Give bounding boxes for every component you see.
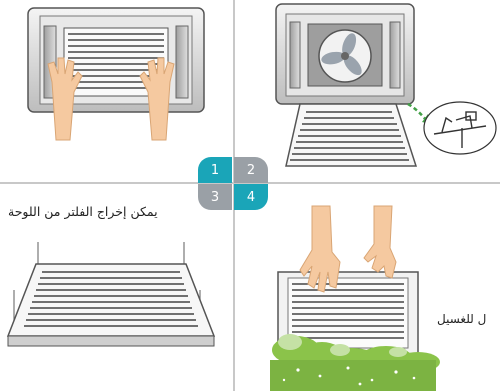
hand-icon — [299, 205, 397, 293]
step-badge-2: 2 — [234, 157, 268, 183]
hook-detail-icon — [423, 101, 497, 155]
hand-icon — [47, 57, 175, 141]
fan-icon — [321, 33, 362, 76]
step4-illustration — [270, 205, 440, 391]
step-badge-1: 1 — [198, 157, 232, 183]
step-badge-4: 4 — [234, 184, 268, 210]
foam-icon — [270, 334, 440, 391]
step3-caption: يمكن إخراج الفلتر من اللوحة — [8, 204, 158, 219]
arrow-icon — [407, 102, 427, 121]
step3-illustration — [6, 242, 216, 347]
step2-illustration — [275, 3, 497, 167]
step-badge-3: 3 — [198, 184, 232, 210]
step1-illustration — [27, 7, 205, 141]
step4-caption: ل للغسيل — [437, 312, 487, 326]
